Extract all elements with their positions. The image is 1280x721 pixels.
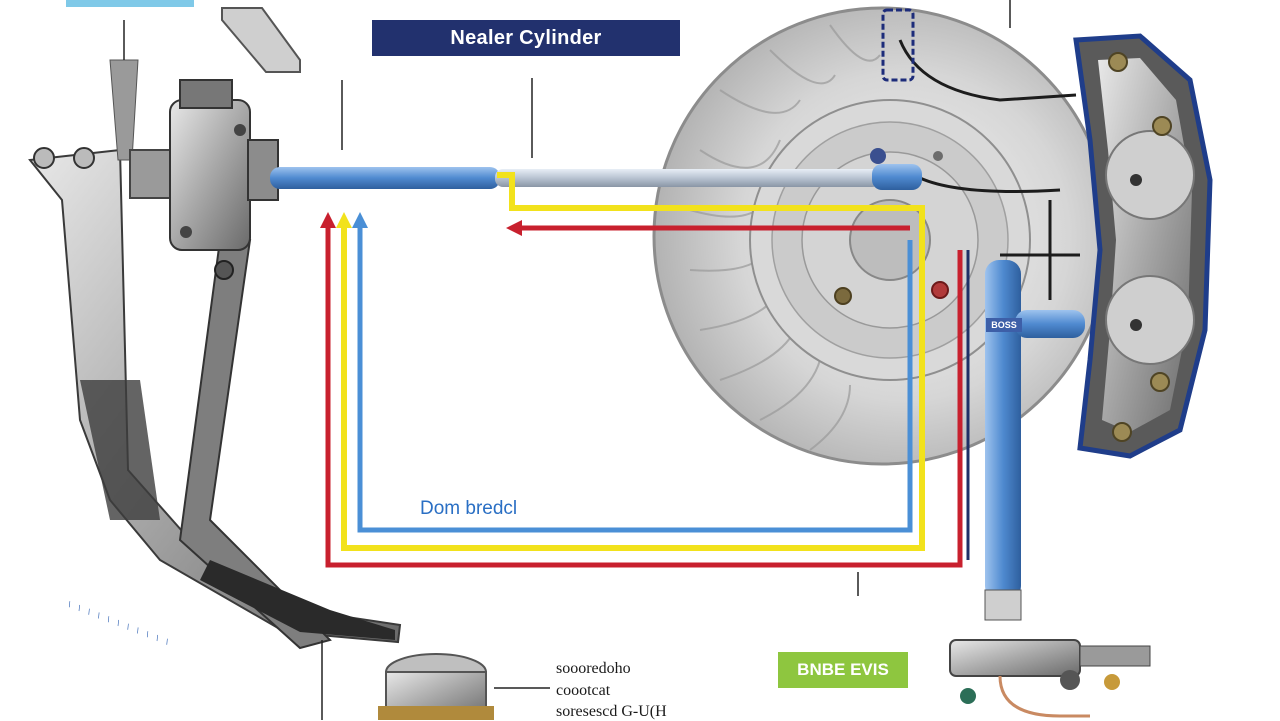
caption-line: coootcat: [556, 682, 611, 699]
main-supply-pipe: [270, 164, 922, 190]
sensor-clip: [881, 8, 915, 82]
leader-lines: [123, 0, 1011, 720]
brake-rotor-icon: [652, 6, 1112, 466]
caliper-feed-pipe: [985, 260, 1085, 600]
blue-return-line: [352, 212, 913, 533]
red-feedback-line: [320, 212, 963, 568]
yellow-pressure-line: [336, 172, 925, 551]
reservoir-icon: [378, 653, 494, 720]
pedal-label: Dom bredcl: [420, 498, 518, 519]
module-label: BNBE EVIS: [778, 652, 908, 688]
diagram-title: Nealer Cylinder: [372, 20, 680, 56]
joint-tag: BOSS: [986, 318, 1022, 332]
caliper-hose: [898, 39, 1080, 300]
valve-assembly-icon: [949, 589, 1151, 718]
brake-caliper-icon: [1073, 33, 1213, 459]
accent-box: [66, 0, 194, 7]
master-cylinder-icon: [129, 79, 279, 251]
brake-pedal-icon: [28, 7, 402, 650]
caption-line: soresescd G-U(H: [556, 703, 667, 720]
caption-line: soooredoho: [556, 660, 631, 677]
